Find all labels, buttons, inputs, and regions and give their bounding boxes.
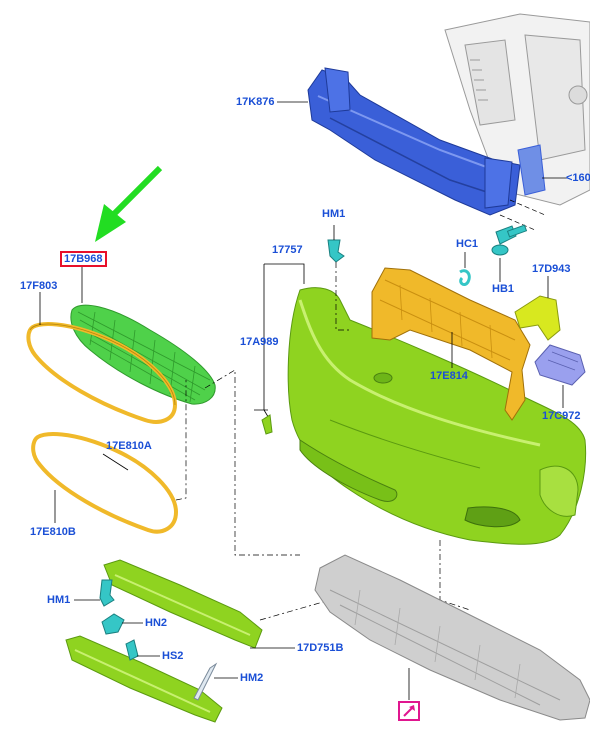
label-HS2[interactable]: HS2 [162,650,184,662]
lower-trim-17D751B [65,559,263,723]
label-17757[interactable]: 17757 [272,244,303,256]
label-17C972[interactable]: 17C972 [542,410,581,422]
clip-HM1-top [327,239,345,263]
label-17F803[interactable]: 17F803 [20,280,58,292]
bumper-cover-17757 [287,287,587,545]
label-17E810B[interactable]: 17E810B [30,526,76,538]
label-17D751B[interactable]: 17D751B [297,642,344,654]
label-HC1[interactable]: HC1 [456,238,479,250]
bracket-17C972 [534,344,586,386]
magnifier-icon[interactable] [398,701,420,721]
bracket-17D943 [514,295,561,341]
clip-HC1 [459,269,471,286]
label-17E810A[interactable]: 17E810A [106,440,152,452]
label-HM1-top[interactable]: HM1 [322,208,346,220]
label-160[interactable]: <160 [566,172,590,184]
clip-HM2 [193,662,218,701]
label-HN2[interactable]: HN2 [145,617,168,629]
bolt-HB1 [491,224,528,256]
undertray [314,554,590,721]
bumper-bracket-17E814 [371,267,531,421]
label-HM1-bottom[interactable]: HM1 [47,594,71,606]
label-17D943[interactable]: 17D943 [532,263,571,275]
bumper-beam-17K876 [307,67,546,216]
label-17A989[interactable]: 17A989 [240,336,279,348]
nut-HN2 [101,613,125,635]
clip-HM1-bottom [99,579,115,607]
label-17K876[interactable]: 17K876 [236,96,275,108]
grille-surround-17F803 [26,322,178,424]
label-HB1[interactable]: HB1 [492,283,515,295]
grille-molding-17E810 [31,432,179,534]
label-17B968[interactable]: 17B968 [60,251,107,267]
green-arrow-icon [95,165,163,242]
radiator-support [444,13,590,206]
label-HM2[interactable]: HM2 [240,672,264,684]
label-17E814[interactable]: 17E814 [430,370,468,382]
grille-17B968 [70,304,216,405]
